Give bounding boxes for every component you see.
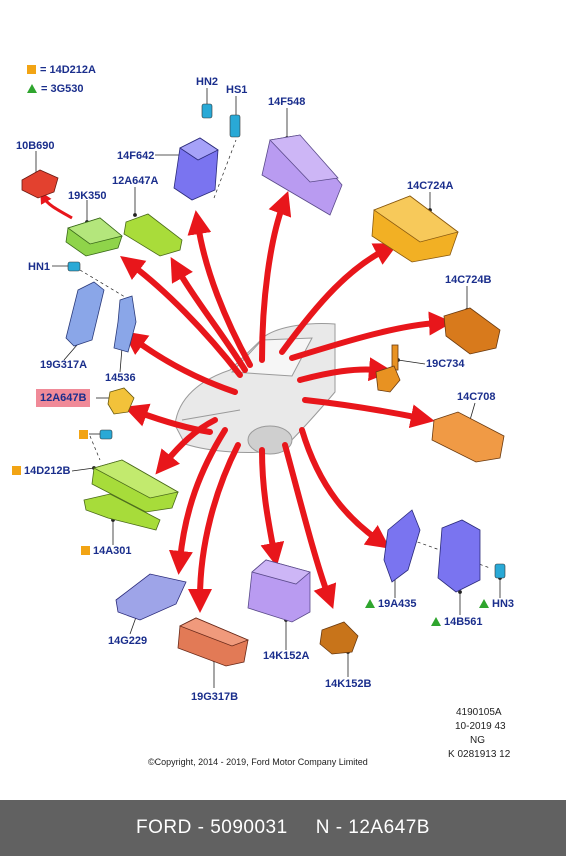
- component-19g317a: [65, 281, 105, 347]
- component-hn2: [201, 103, 213, 119]
- label-14k152b: 14K152B: [325, 678, 372, 690]
- parts-diagram: [21, 88, 506, 688]
- code-line-4: K 0281913 12: [448, 749, 511, 760]
- square-marker-icon: [79, 430, 88, 439]
- component-14c708: [431, 411, 505, 463]
- component-14a301: [83, 493, 161, 531]
- footer-bar: FORD - 5090031 N - 12A647B: [0, 800, 566, 856]
- label-19c734: 19C734: [426, 358, 465, 370]
- arrow-14d212b: [155, 417, 218, 475]
- component-12a647b: [107, 387, 135, 415]
- label-hs1: HS1: [226, 84, 248, 96]
- component-14d212b: [91, 459, 180, 513]
- label-14k152a: 14K152A: [263, 650, 310, 662]
- arrow-12a647a: [170, 256, 248, 373]
- component-14k152a: [247, 559, 311, 623]
- triangle-marker-icon: [365, 599, 375, 608]
- copyright-notice: ©Copyright, 2014 - 2019, Ford Motor Comp…: [148, 757, 368, 767]
- square-marker-icon: [81, 546, 90, 555]
- triangle-marker-icon: [431, 617, 441, 626]
- label-14c724b: 14C724B: [445, 274, 492, 286]
- label-12a647a: 12A647A: [112, 175, 159, 187]
- square-marker-icon: [27, 65, 36, 74]
- component-14536: [113, 295, 137, 353]
- arrow-14c724b: [289, 311, 453, 361]
- arrow-14c708: [302, 397, 435, 429]
- label-19g317b: 19G317B: [191, 691, 239, 703]
- label-14c724a: 14C724A: [407, 180, 454, 192]
- label-14536: 14536: [105, 372, 136, 384]
- component-14f548: [261, 134, 343, 216]
- component-hn3: [494, 563, 506, 579]
- label-hn3: HN3: [492, 598, 515, 610]
- label-14d212b: 14D212B: [24, 465, 71, 477]
- arrow-14c724a: [279, 243, 399, 355]
- component-14b561: [437, 519, 481, 593]
- label-14c708: 14C708: [457, 391, 496, 403]
- code-line-2: 10-2019 43: [455, 721, 506, 732]
- component-14c724b: [443, 307, 501, 355]
- code-line-3: NG: [470, 735, 485, 746]
- triangle-marker-icon: [27, 84, 37, 93]
- label-14g229: 14G229: [108, 635, 148, 647]
- legend-square-row: = 14D212A: [27, 64, 96, 76]
- legend-square-label: = 14D212A: [40, 64, 96, 76]
- arrow-10b690: [40, 191, 73, 220]
- arrow-group: [120, 190, 453, 613]
- arrow-19c734: [297, 357, 393, 383]
- arrow-14b561: [299, 427, 391, 549]
- component-19c734: [375, 344, 401, 393]
- component-14d212-connector: [99, 429, 113, 440]
- component-14g229: [115, 573, 187, 621]
- label-19a435: 19A435: [378, 598, 417, 610]
- component-19a435: [383, 509, 421, 583]
- component-14c724a: [371, 195, 459, 263]
- arrow-14f548: [259, 190, 292, 363]
- component-10b690: [21, 169, 59, 199]
- label-19g317a: 19G317A: [40, 359, 88, 371]
- footer-ford-number: N - 12A647B: [315, 817, 430, 838]
- legend-triangle-row: = 3G530: [27, 83, 84, 95]
- square-marker-icon: [12, 466, 21, 475]
- component-12a647a: [123, 213, 183, 257]
- component-hn1: [67, 261, 81, 272]
- label-14b561: 14B561: [444, 616, 483, 628]
- footer-part-number: FORD - 5090031: [136, 817, 288, 838]
- triangle-marker-icon: [479, 599, 489, 608]
- label-hn2: HN2: [196, 76, 219, 88]
- code-line-1: 4190105A: [456, 707, 502, 718]
- legend-triangle-label: = 3G530: [41, 83, 84, 95]
- label-hn1: HN1: [28, 261, 51, 273]
- label-12a647b-highlighted: 12A647B: [36, 389, 91, 407]
- car-outline: [174, 323, 336, 455]
- label-14f642: 14F642: [117, 150, 155, 162]
- arrow-12a647b: [123, 403, 213, 435]
- label-19k350: 19K350: [68, 190, 107, 202]
- label-10b690: 10B690: [16, 140, 55, 152]
- arrow-14f642: [187, 210, 253, 368]
- component-14k152b: [319, 621, 359, 655]
- component-19g317b: [177, 617, 250, 667]
- component-19k350: [65, 217, 123, 257]
- label-14a301: 14A301: [93, 545, 132, 557]
- arrow-14g229: [168, 427, 228, 575]
- arrow-19k350: [120, 255, 243, 378]
- component-hs1: [229, 114, 241, 138]
- component-14f642: [173, 137, 219, 201]
- arrow-19g317a: [122, 331, 238, 395]
- label-14f548: 14F548: [268, 96, 306, 108]
- arrow-19g317b: [188, 442, 241, 613]
- arrow-14k152b: [282, 442, 337, 610]
- arrow-14k152a: [259, 447, 285, 567]
